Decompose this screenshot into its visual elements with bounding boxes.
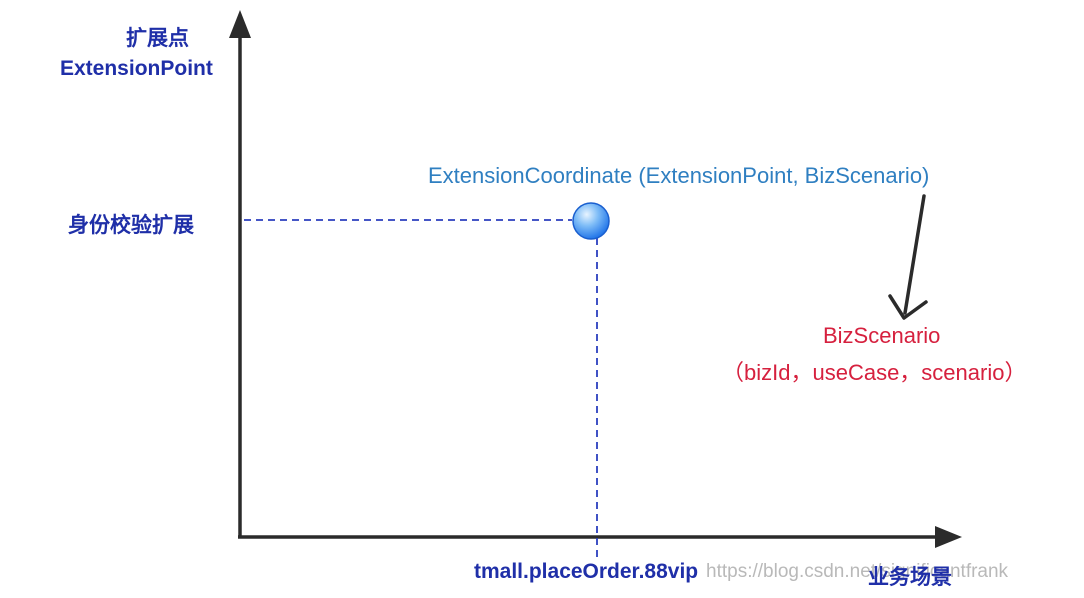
extension-coordinate-point [572, 202, 610, 240]
point-label: ExtensionCoordinate (ExtensionPoint, Biz… [428, 163, 930, 188]
y-axis-label-cn: 扩展点 [126, 27, 189, 50]
x-axis-arrowhead [935, 526, 962, 548]
x-axis-tick-label: tmall.placeOrder.88vip [474, 560, 699, 583]
watermark: https://blog.csdn.net/significantfrank [706, 561, 1009, 582]
y-axis-tick-label: 身份校验扩展 [68, 214, 194, 237]
pointer-arrowhead [888, 294, 928, 320]
y-axis-arrowhead [229, 10, 251, 38]
annotation-title: BizScenario [823, 323, 941, 348]
y-axis-label-en: ExtensionPoint [60, 57, 213, 80]
pointer-arrow [903, 194, 926, 315]
x-axis-label-cn: 业务场景 [868, 566, 952, 589]
annotation-params: （bizId，useCase，scenario） [722, 360, 1027, 385]
